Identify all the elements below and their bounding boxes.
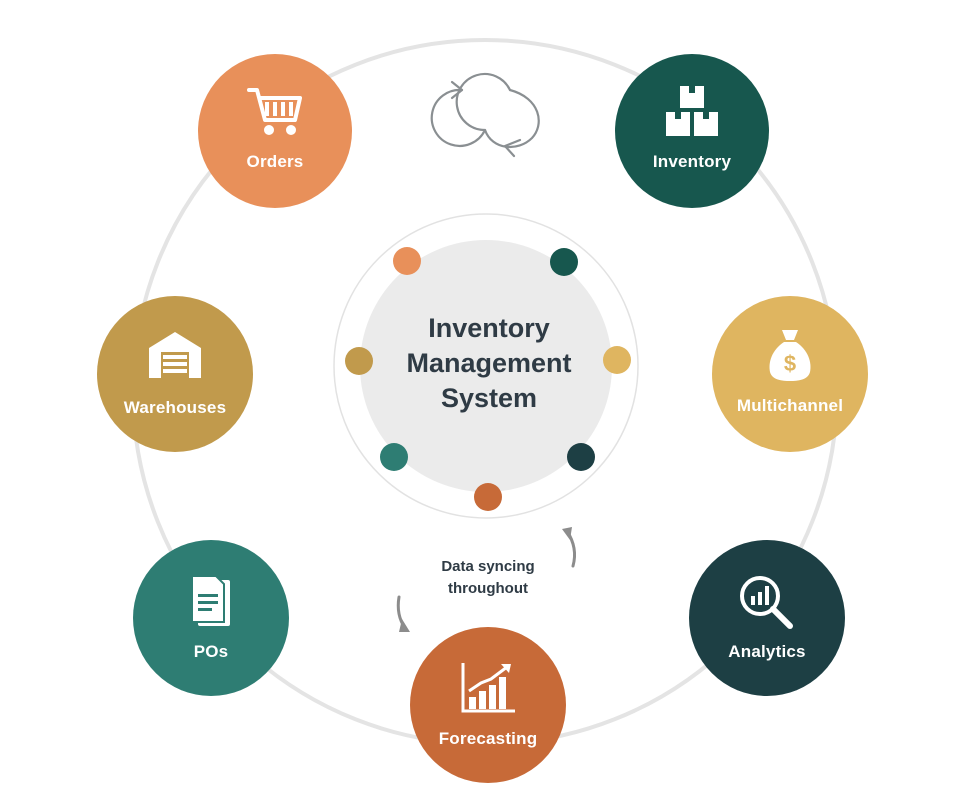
node-label: Orders [246,152,304,171]
center-title: Inventory Management System [366,311,612,416]
inner-ring [333,213,639,519]
ring-dot [393,247,421,275]
money-bag-icon: $ [769,330,811,381]
node-pos[interactable]: POs [133,540,289,696]
ring-dot [380,443,408,471]
node-analytics[interactable]: Analytics [689,540,845,696]
node-inventory[interactable]: Inventory [615,54,769,208]
sync-caption-line: Data syncing [441,558,535,575]
node-label: Multichannel [736,396,844,415]
shopping-cart-icon [247,88,302,135]
center-title-line: System [440,383,538,413]
node-label: Analytics [728,642,806,661]
sync-caption-line: throughout [448,580,528,597]
sync-arrow-up-icon [562,527,576,568]
svg-text:$: $ [784,351,796,376]
node-label: Warehouses [123,398,227,417]
center-title-line: Management [406,348,572,378]
node-label: POs [193,642,229,661]
ring-dot [345,347,373,375]
sync-cycle-icon [430,72,540,158]
node-warehouses[interactable]: Warehouses [97,296,253,452]
node-label: Inventory [652,152,732,171]
ring-dots [345,247,631,511]
documents-icon [191,575,230,626]
center-title-line: Inventory [428,313,550,343]
ring-dot [474,483,502,511]
magnifier-chart-icon [740,576,793,629]
sync-arrow-down-icon [396,595,410,632]
node-label: Forecasting [438,729,538,748]
node-forecasting[interactable]: Forecasting [410,627,566,783]
node-orders[interactable]: Orders [198,54,352,208]
boxes-icon [666,86,718,136]
center-disc [360,240,612,492]
warehouse-icon [149,332,201,378]
node-multichannel[interactable]: $ Multichannel [712,296,868,452]
growth-chart-icon [461,663,515,713]
sync-caption: Data syncing throughout [400,556,576,600]
ring-dot [567,443,595,471]
ring-dot [550,248,578,276]
ring-dot [603,346,631,374]
